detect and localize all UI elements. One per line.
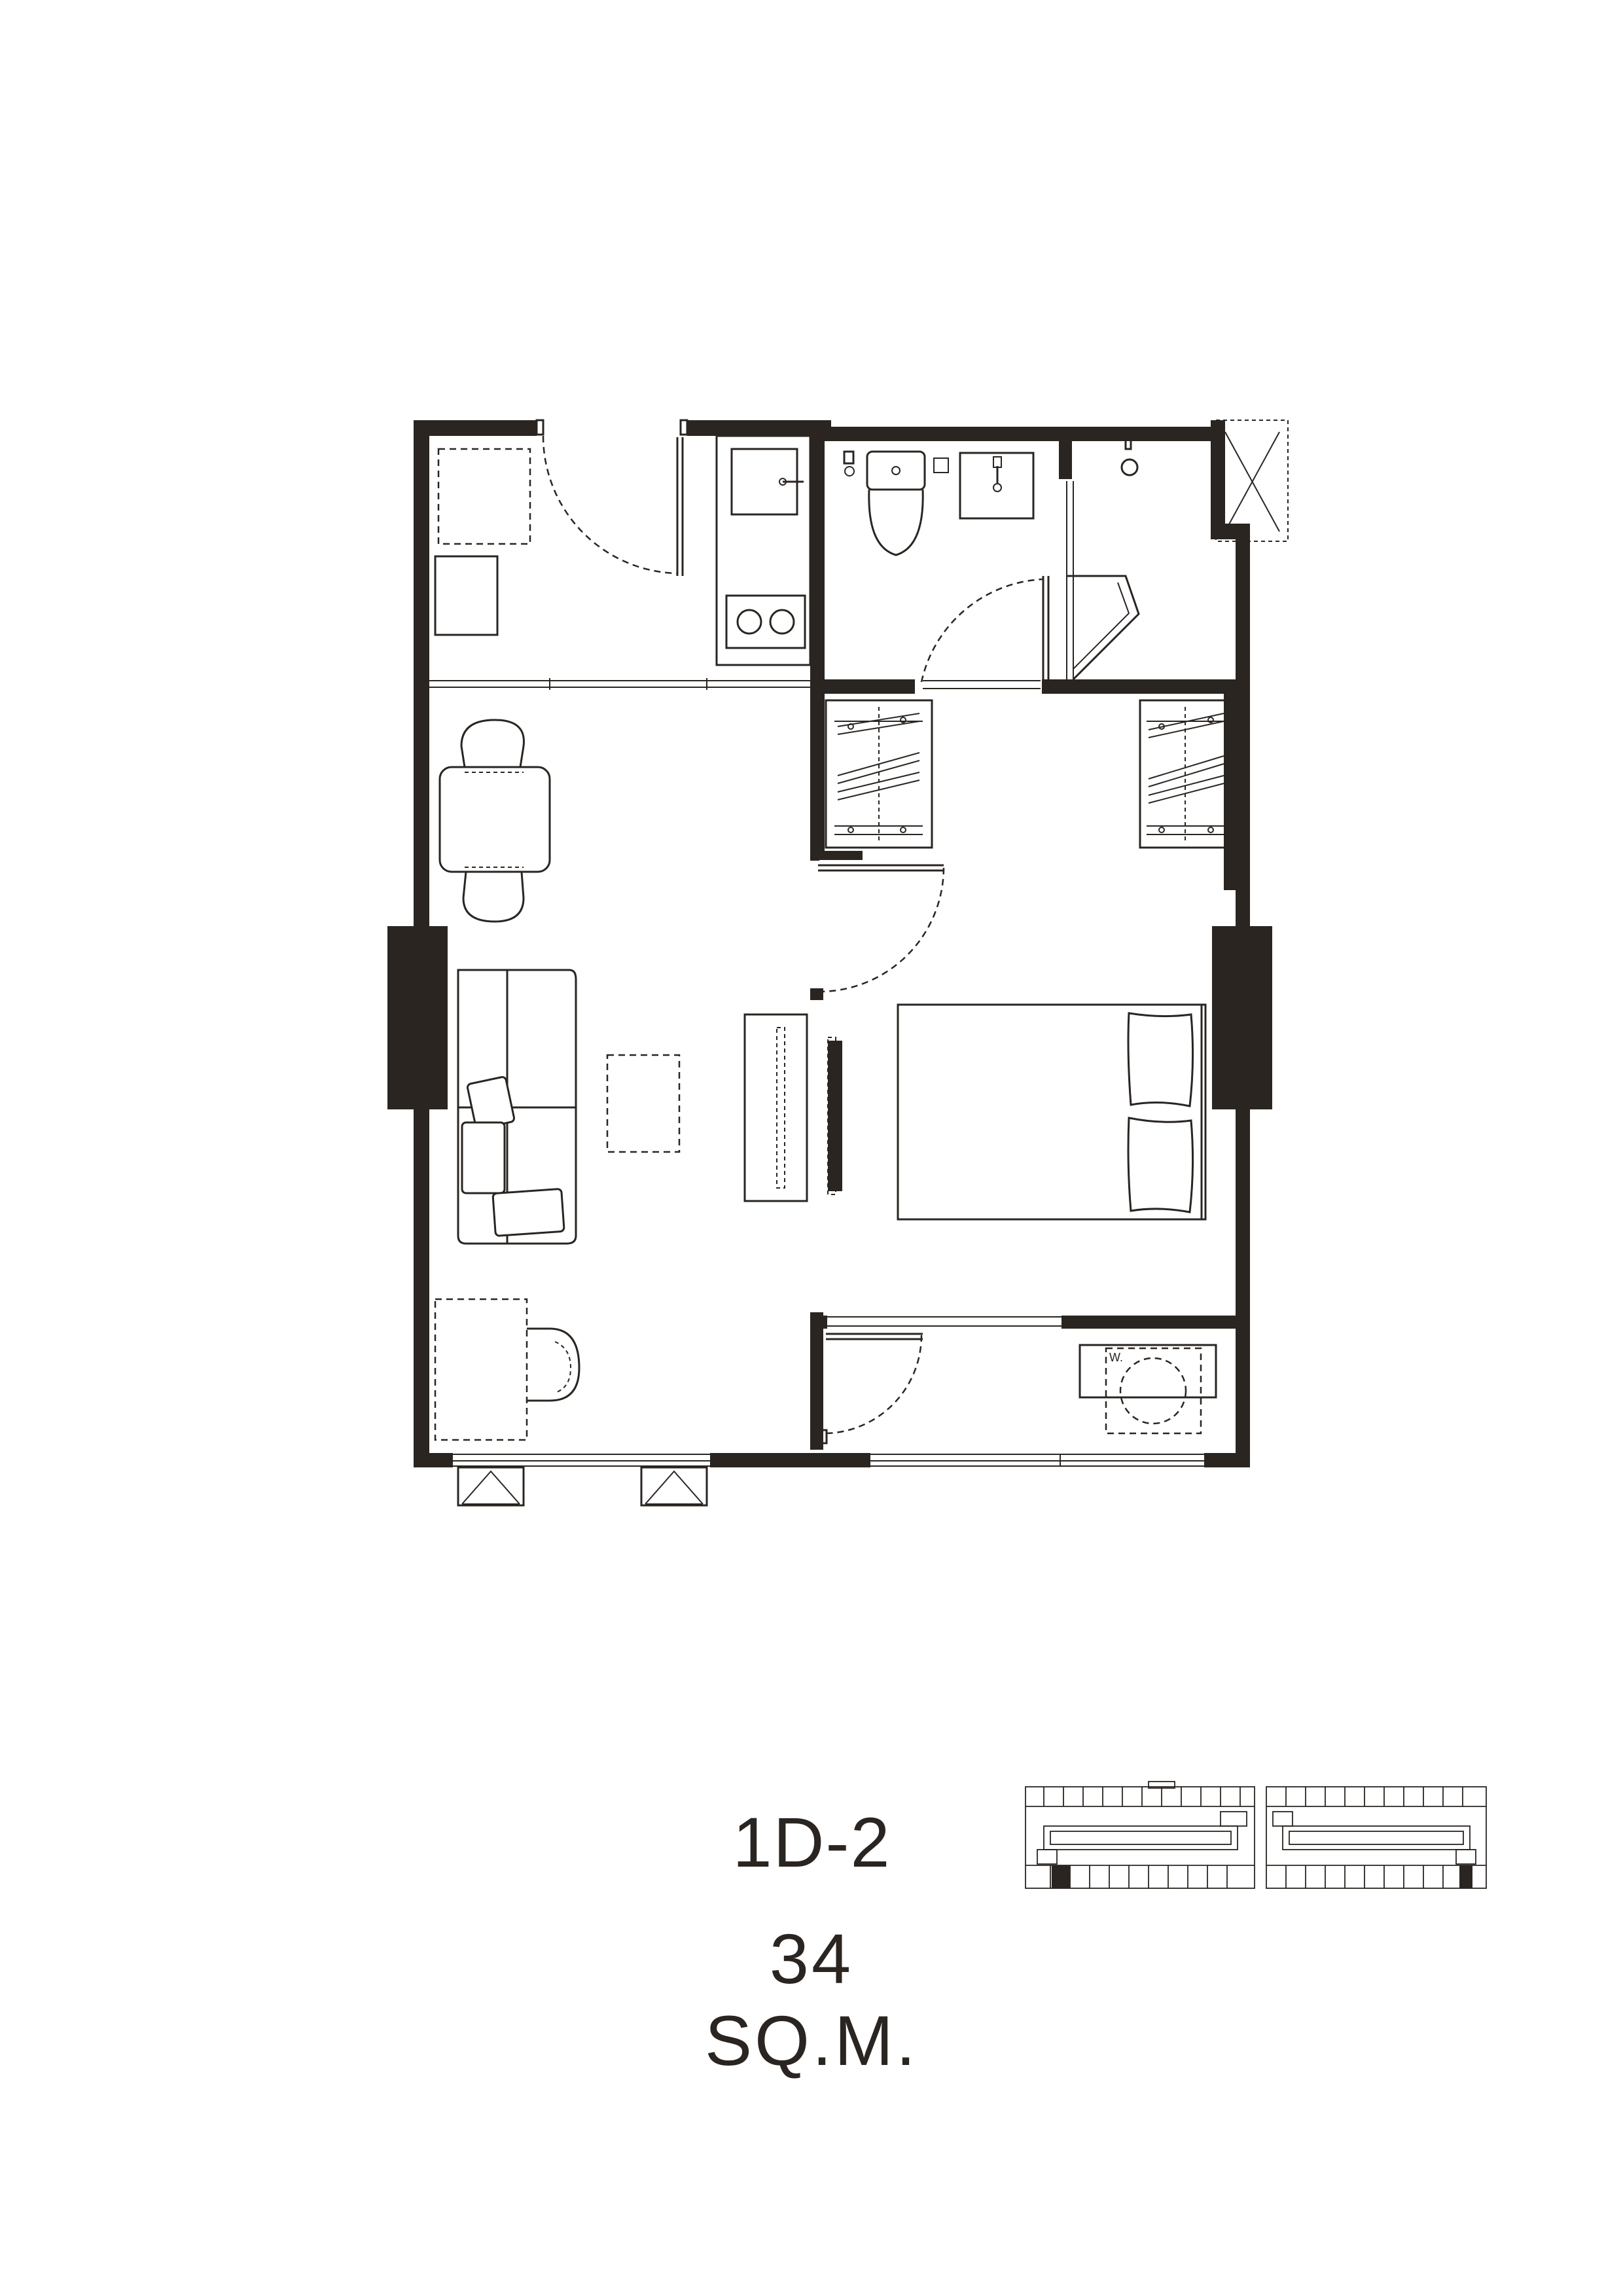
- refrigerator: [434, 555, 499, 636]
- bottom-windows: [453, 1454, 1204, 1507]
- sofa: [457, 969, 577, 1245]
- dining-table: [438, 719, 551, 923]
- tv-console: [743, 1013, 808, 1202]
- balcony-door: [813, 1333, 923, 1444]
- interior-walls: [810, 427, 1236, 1450]
- coffee-table: [606, 1054, 681, 1153]
- key-plan: .k { fill:none; stroke:#2a2520; stroke-w…: [1025, 1781, 1487, 1889]
- balcony-washer: W.: [1079, 1344, 1217, 1435]
- exterior-walls: [387, 420, 1272, 1467]
- wardrobe-right: [1139, 699, 1232, 849]
- washer-label: W.: [1109, 1351, 1123, 1364]
- shaft-box: [1215, 420, 1289, 542]
- bed: [897, 1003, 1207, 1221]
- shower: [1120, 433, 1139, 476]
- entry-door: [535, 419, 688, 576]
- bedroom-door: [817, 864, 945, 993]
- bathroom-sink: [959, 452, 1035, 520]
- shoe-cabinet: [437, 448, 531, 545]
- shower-door: [1066, 481, 1140, 681]
- key-plan-building-right: [1266, 1786, 1487, 1889]
- key-plan-building-left: [1025, 1781, 1255, 1889]
- bedroom-sliding-partition: [826, 1316, 1061, 1327]
- bedroom-closet-panel: [827, 1037, 836, 1195]
- unit-area: 34 SQ.M.: [704, 1919, 919, 2080]
- key-plan-highlight-unit: [1052, 1865, 1070, 1888]
- study-desk: [434, 1298, 580, 1441]
- bathroom-door: [920, 576, 1050, 689]
- kitchen-sliding-partition: [429, 678, 810, 690]
- wardrobe-left: [825, 699, 933, 849]
- kitchen-counter: [715, 435, 812, 666]
- toilet: [843, 450, 949, 556]
- unit-code: 1D-2: [732, 1803, 891, 1882]
